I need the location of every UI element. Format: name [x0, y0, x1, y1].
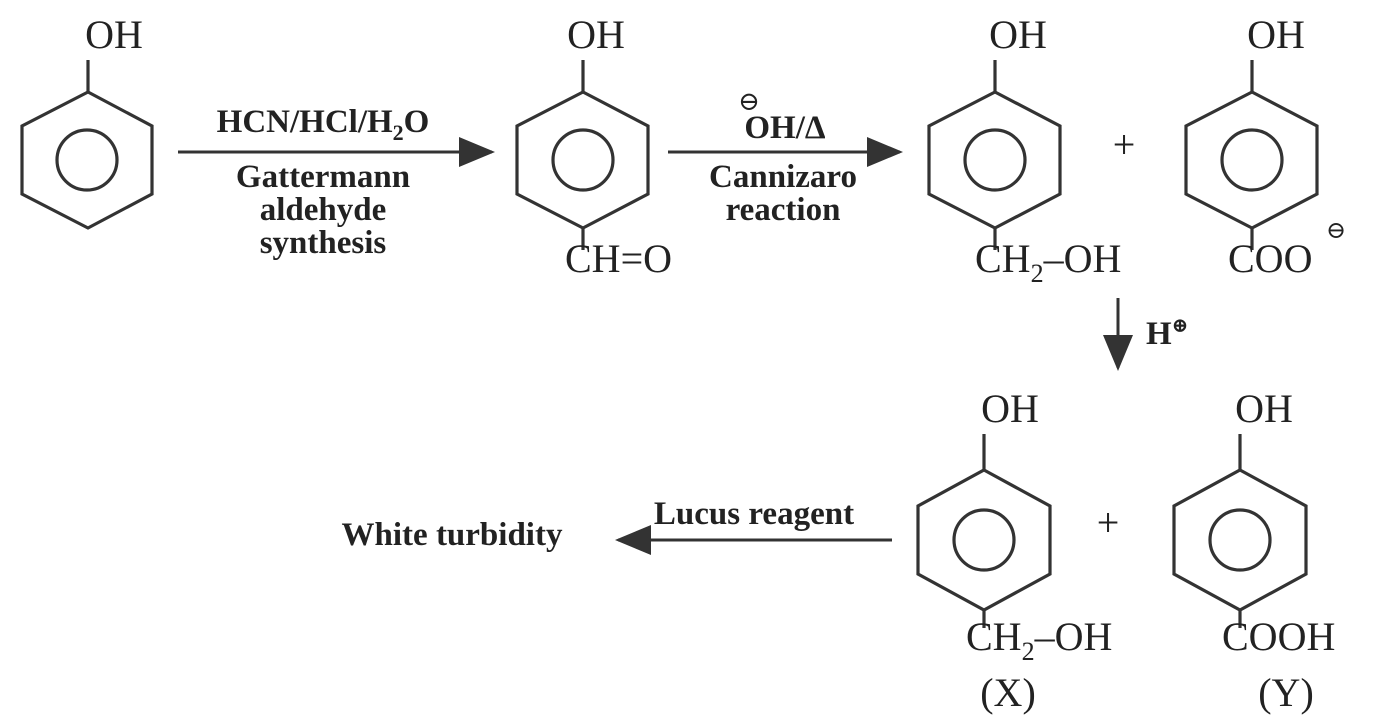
alcohol-structure: OH CH2–OH [927, 12, 1121, 288]
step2-name-line1: Cannizaro [709, 159, 857, 195]
step3-reagent: H⊕ [1146, 315, 1188, 352]
x-oh-label: OH [981, 386, 1039, 431]
step4-reagent: Lucus reagent [654, 496, 854, 532]
product-x-structure: OH CH2–OH (X) [916, 386, 1112, 715]
carboxylate-oh-label: OH [1247, 12, 1305, 57]
alcohol-oh-label: OH [989, 12, 1047, 57]
y-label: (Y) [1258, 670, 1314, 715]
y-cooh-label: COOH [1222, 614, 1335, 659]
carboxylate-benzene-ring [1184, 90, 1319, 230]
plus-sign-top: + [1113, 122, 1136, 167]
carboxylate-structure: OH COO ⊖ [1184, 12, 1346, 281]
aldehyde-structure: OH CH=O [515, 12, 672, 281]
x-ch2oh-label: CH2–OH [966, 614, 1112, 666]
step1-name-line1: Gattermann [236, 159, 410, 195]
step4-result: White turbidity [342, 517, 563, 553]
step1-name-line3: synthesis [260, 225, 387, 261]
alcohol-benzene-ring [927, 90, 1062, 230]
phenol-oh-label: OH [85, 12, 143, 57]
step1-name-line2: aldehyde [260, 192, 387, 228]
product-y-structure: OH COOH (Y) [1172, 386, 1335, 715]
alcohol-ch2oh-label: CH2–OH [975, 236, 1121, 288]
step1-reagent: HCN/HCl/H2O [217, 104, 430, 145]
phenol-benzene-ring [20, 90, 154, 230]
y-oh-label: OH [1235, 386, 1293, 431]
step3-arrow-group: H⊕ [1103, 298, 1188, 371]
x-label: (X) [980, 670, 1036, 715]
y-benzene-ring [1172, 468, 1308, 612]
aldehyde-benzene-ring [515, 90, 650, 230]
aldehyde-oh-label: OH [567, 12, 625, 57]
aldehyde-cho-label: CH=O [565, 236, 672, 281]
step2-reagent: OH/Δ [744, 110, 826, 146]
carboxylate-charge: ⊖ [1326, 218, 1346, 244]
x-benzene-ring [916, 468, 1052, 612]
step4-arrow-group: Lucus reagent White turbidity [342, 496, 892, 555]
step1-arrow-group: HCN/HCl/H2O Gattermann aldehyde synthesi… [178, 104, 495, 261]
step2-charge: ⊖ [738, 87, 760, 116]
step2-arrow-group: ⊖ OH/Δ Cannizaro reaction [668, 87, 903, 228]
step2-name-line2: reaction [726, 192, 841, 228]
carboxylate-coo-label: COO [1228, 236, 1312, 281]
plus-sign-bottom: + [1097, 500, 1120, 545]
phenol-structure: OH [20, 12, 154, 230]
